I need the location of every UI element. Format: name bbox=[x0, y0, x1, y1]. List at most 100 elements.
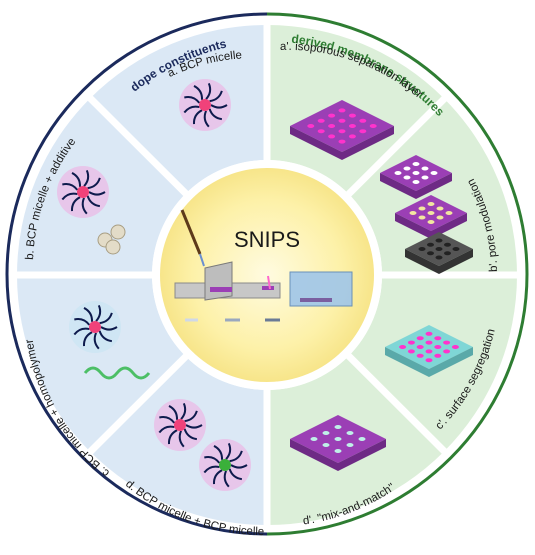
membrane-pore bbox=[346, 443, 354, 447]
membrane-pore bbox=[425, 340, 433, 345]
membrane-pore bbox=[435, 255, 443, 260]
micelle-group bbox=[57, 79, 251, 491]
membrane-side bbox=[380, 173, 416, 199]
micelle-chain bbox=[204, 456, 221, 464]
membrane-pore bbox=[317, 129, 325, 134]
bath-film bbox=[300, 298, 332, 302]
membrane-pore bbox=[412, 180, 420, 184]
bcp-micelle bbox=[154, 399, 206, 451]
micelle-chain bbox=[100, 326, 118, 331]
membrane-pore bbox=[436, 215, 444, 220]
micelle-chain bbox=[223, 470, 230, 488]
membrane-pore bbox=[418, 215, 426, 220]
membrane-side bbox=[405, 249, 439, 274]
membrane-side bbox=[342, 126, 394, 160]
micelle-chain bbox=[212, 469, 223, 485]
micelle-chain bbox=[228, 468, 243, 481]
membrane-pore bbox=[427, 242, 434, 247]
membrane-pore bbox=[334, 437, 342, 441]
micelle-chain bbox=[98, 330, 113, 343]
micelle-chain bbox=[193, 85, 204, 100]
membrane-pore bbox=[307, 124, 315, 128]
bcp-micelle bbox=[199, 439, 251, 491]
membrane-pore bbox=[427, 211, 435, 215]
micelle-chain bbox=[168, 405, 179, 420]
membrane-pore bbox=[317, 118, 325, 123]
membrane-pore bbox=[427, 202, 435, 206]
micelle-chain bbox=[70, 196, 81, 212]
micelle-chain bbox=[93, 332, 100, 350]
modulated-membrane-3 bbox=[405, 232, 473, 274]
micelle-core bbox=[89, 321, 101, 333]
micelle-chain bbox=[81, 197, 88, 215]
micelle-chain bbox=[184, 96, 201, 104]
membrane-pore bbox=[328, 134, 336, 139]
membrane-pore bbox=[416, 345, 424, 349]
membrane-pore bbox=[338, 108, 346, 113]
micelle-chain bbox=[209, 90, 223, 103]
membrane-pore bbox=[334, 449, 342, 453]
membrane-pore bbox=[403, 175, 411, 180]
micelle-chain bbox=[208, 108, 223, 121]
membrane-pore bbox=[407, 349, 415, 354]
additive-sphere bbox=[110, 224, 126, 240]
micelle-chain bbox=[87, 177, 101, 190]
membrane-pore bbox=[322, 431, 330, 435]
membrane-pore bbox=[359, 118, 367, 123]
micelle-chain bbox=[205, 82, 212, 100]
additive-spheres bbox=[97, 224, 126, 255]
membrane-pore bbox=[338, 139, 346, 144]
membrane-pore bbox=[403, 166, 411, 171]
micelle-chain bbox=[180, 402, 187, 420]
snips-apparatus bbox=[174, 209, 353, 322]
membrane-pore bbox=[425, 349, 433, 354]
membrane-side bbox=[290, 126, 342, 160]
membrane-pore bbox=[435, 238, 443, 243]
micelle-chain bbox=[167, 429, 178, 445]
micelle-chain bbox=[86, 195, 101, 208]
membrane-pore bbox=[451, 345, 459, 349]
bcp-micelle bbox=[179, 79, 231, 131]
membrane-pore bbox=[412, 162, 420, 166]
membrane-pore bbox=[434, 353, 442, 358]
micelle-chain bbox=[158, 425, 175, 434]
film-strip-2 bbox=[262, 286, 274, 290]
segregated-membrane bbox=[385, 325, 473, 377]
membrane-pore bbox=[348, 134, 356, 139]
micelle-chain bbox=[95, 304, 102, 322]
mix-and-match-membrane bbox=[290, 415, 386, 471]
membrane-pore bbox=[409, 211, 417, 215]
micelle-chain bbox=[185, 424, 203, 429]
pipette-body bbox=[180, 209, 202, 255]
micelle-chain bbox=[159, 416, 176, 424]
bcp-micelle bbox=[57, 166, 109, 218]
membrane-pore bbox=[322, 443, 330, 447]
additive-sphere bbox=[105, 239, 121, 255]
membrane-pore bbox=[358, 437, 366, 441]
membrane-pore bbox=[425, 358, 433, 363]
membrane-pore bbox=[421, 175, 429, 180]
membrane-pore bbox=[412, 171, 420, 175]
membrane-pore bbox=[427, 251, 434, 256]
pipette-tip bbox=[199, 253, 205, 267]
evaporation-marker bbox=[267, 275, 271, 290]
film-strip-1 bbox=[210, 287, 232, 292]
micelle-core bbox=[174, 419, 186, 431]
micelle-chain bbox=[178, 430, 185, 448]
membrane-pore bbox=[434, 336, 442, 341]
membrane-pore bbox=[436, 206, 444, 211]
membrane-pore bbox=[421, 166, 429, 171]
membrane-pore bbox=[443, 340, 451, 345]
membrane-side bbox=[385, 347, 429, 377]
micelle-chain bbox=[83, 169, 90, 187]
membrane-pore bbox=[445, 211, 453, 215]
membrane-pore bbox=[435, 247, 443, 251]
micelle-chain bbox=[183, 105, 200, 114]
membrane-pore bbox=[407, 340, 415, 345]
micelle-chain bbox=[203, 465, 220, 474]
membrane-pore bbox=[310, 437, 318, 441]
membrane-side bbox=[429, 347, 473, 377]
membrane-side bbox=[395, 213, 431, 239]
membrane-side bbox=[416, 173, 452, 199]
membrane-pore bbox=[334, 425, 342, 429]
